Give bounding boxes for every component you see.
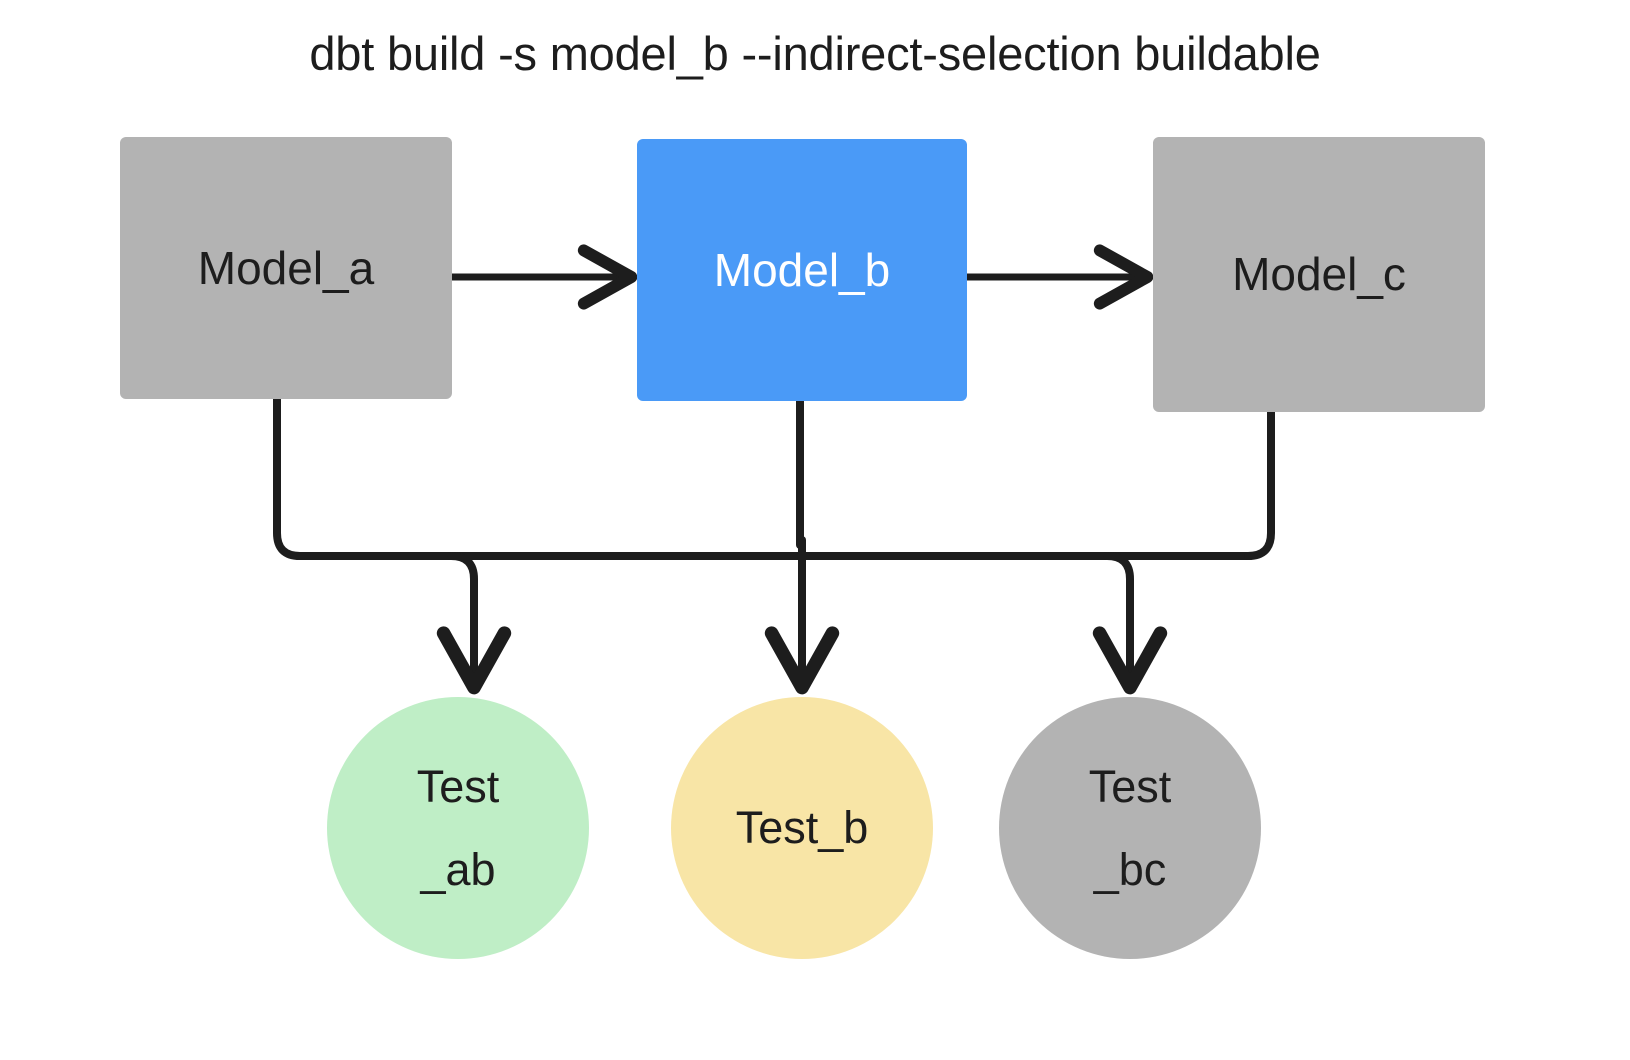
edge-model-c-bus (1244, 408, 1275, 560)
node-model-b-label: Model_b (713, 243, 891, 296)
node-test-b[interactable]: Test_b (671, 697, 933, 959)
edge-to-test-ab (436, 552, 512, 695)
node-test-bc-label-line1: Test (1088, 760, 1172, 812)
node-test-bc[interactable]: Test _bc (999, 697, 1261, 959)
node-test-ab[interactable]: Test _ab (327, 697, 589, 959)
node-test-b-label-line1: Test_b (735, 802, 869, 854)
diagram-title: dbt build -s model_b --indirect-selectio… (309, 27, 1321, 80)
edge-to-test-bc (1092, 552, 1168, 695)
node-test-bc-label-line2: _bc (1093, 844, 1167, 895)
edge-branch-test-ab-join (435, 556, 474, 686)
node-model-c[interactable]: Model_c (1153, 137, 1485, 412)
edge-model-a-bus (273, 395, 1252, 560)
node-test-ab-label-line2: _ab (420, 844, 496, 895)
node-model-a-label: Model_a (197, 241, 375, 294)
node-model-a[interactable]: Model_a (120, 137, 452, 399)
node-model-b[interactable]: Model_b (637, 139, 967, 401)
node-test-ab-label-line1: Test (416, 760, 500, 812)
node-model-c-label: Model_c (1232, 248, 1406, 301)
